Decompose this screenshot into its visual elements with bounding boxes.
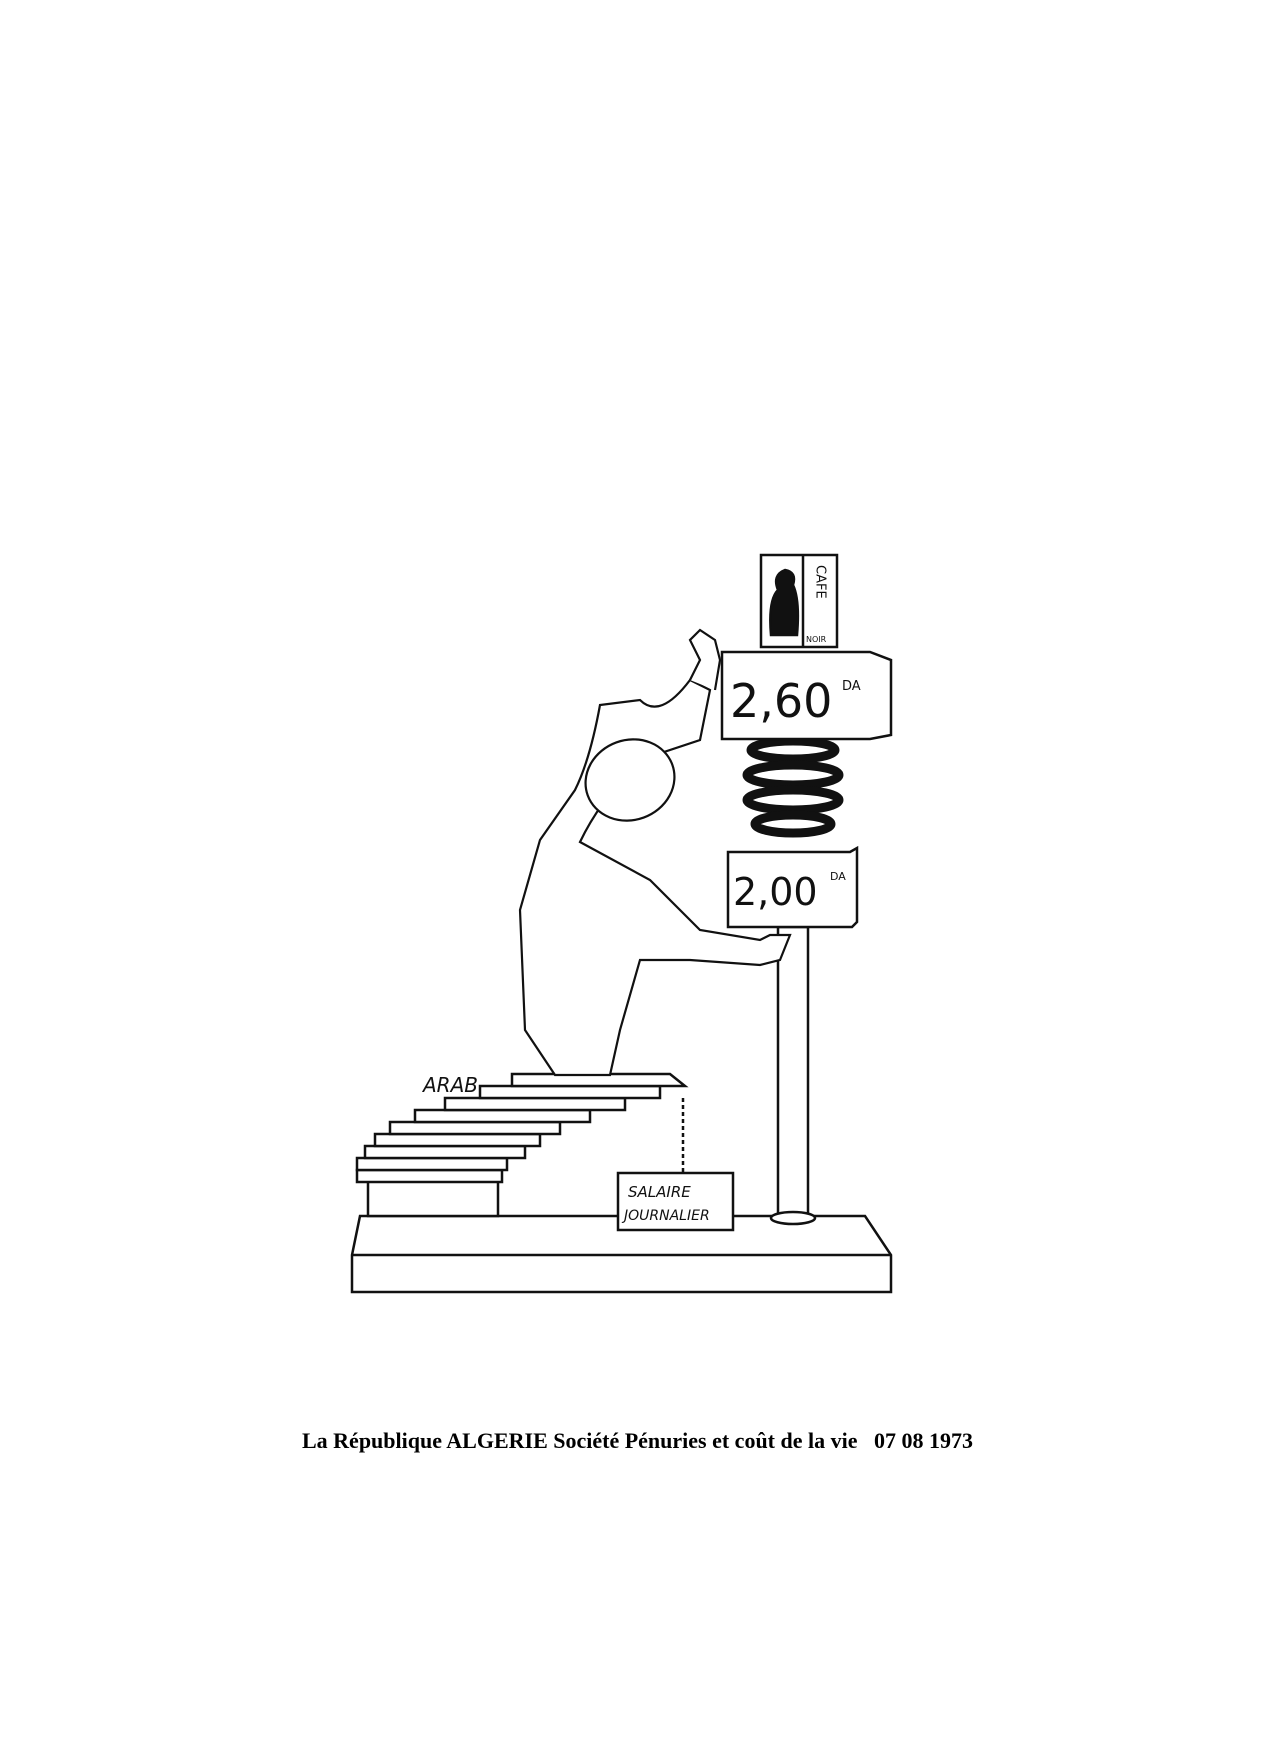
price-block-bottom <box>726 845 859 929</box>
coffee-pack-figure-icon <box>769 568 800 637</box>
daily-wage-sign <box>616 1171 735 1232</box>
sign-line-2: JOURNALIER <box>621 1208 710 1224</box>
coffee-pack-label: CAFE <box>813 565 828 599</box>
price-top-unit: DA <box>842 679 861 694</box>
caption-text: La République ALGERIE Société Pénuries e… <box>302 1428 858 1453</box>
coffee-pack-brand: NOIR <box>806 635 827 644</box>
man-figure <box>518 628 792 1077</box>
signature: ARAB <box>421 1073 478 1097</box>
price-block-top <box>720 650 893 741</box>
price-bottom-unit: DA <box>830 870 846 883</box>
caption: La République ALGERIE Société Pénuries e… <box>0 1428 1275 1454</box>
coin-stairs <box>355 1072 689 1218</box>
caption-date: 07 08 1973 <box>874 1428 973 1453</box>
sign-line-1: SALAIRE <box>628 1183 691 1201</box>
svg-text:ARAB: ARAB <box>421 1073 478 1097</box>
pole <box>776 925 810 1221</box>
price-top: 2,60 <box>730 674 832 728</box>
price-bottom: 2,00 <box>733 870 818 914</box>
spring <box>742 736 844 838</box>
